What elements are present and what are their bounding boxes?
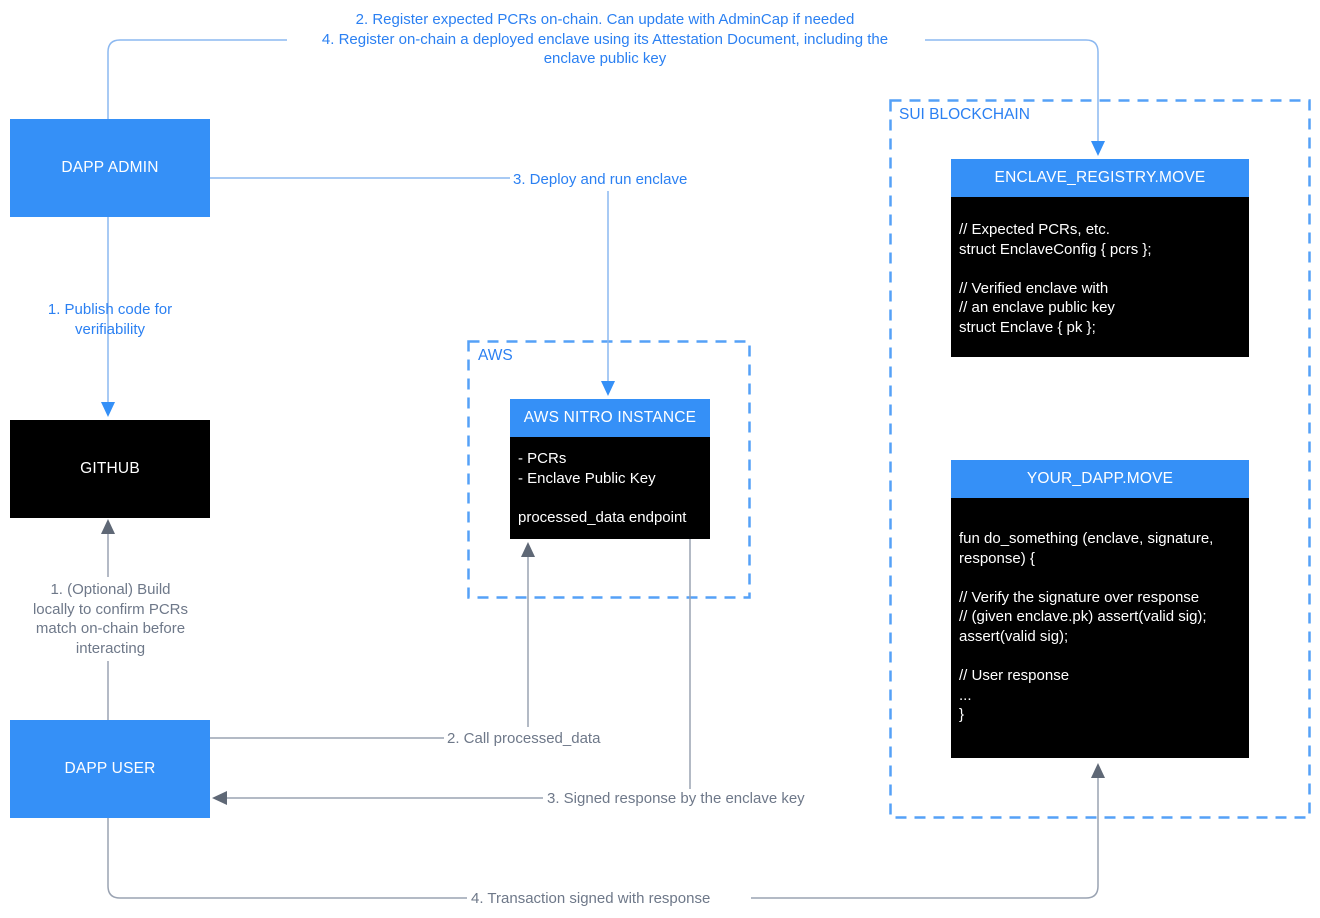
aws-nitro-instance-body: - PCRs - Enclave Public Key processed_da… xyxy=(510,437,710,539)
edge-label-signed-response: 3. Signed response by the enclave key xyxy=(547,789,805,809)
dapp-admin-box: DAPP ADMIN xyxy=(10,119,210,217)
annotation-register-pcrs-line1: 2. Register expected PCRs on-chain. Can … xyxy=(355,11,855,28)
arrowhead-into-registry xyxy=(1091,141,1105,156)
annotation-register-pcrs: 2. Register expected PCRs on-chain. Can … xyxy=(200,10,1010,69)
enclave-registry-box: ENCLAVE_REGISTRY.MOVE // Expected PCRs, … xyxy=(951,159,1249,357)
annotation-register-enclave-line1: 4. Register on-chain a deployed enclave … xyxy=(321,30,889,48)
your-dapp-move-box: YOUR_DAPP.MOVE fun do_something (enclave… xyxy=(951,460,1249,758)
dapp-user-label: DAPP USER xyxy=(64,760,156,777)
arrowhead-into-github xyxy=(101,402,115,417)
aws-group-label: AWS xyxy=(478,347,513,364)
aws-nitro-instance-title: AWS NITRO INSTANCE xyxy=(510,399,710,437)
dapp-user-box: DAPP USER xyxy=(10,720,210,818)
edge-label-call-processed-data: 2. Call processed_data xyxy=(447,729,601,749)
edge-label-transaction-signed: 4. Transaction signed with response xyxy=(471,889,711,909)
edge-label-deploy-enclave: 3. Deploy and run enclave xyxy=(513,171,688,188)
edge-label-publish-code: 1. Publish code for verifiability xyxy=(47,301,173,338)
arrowhead-into-github-bottom xyxy=(101,519,115,534)
edge-label-optional-build: 1. (Optional) Build locally to confirm P… xyxy=(13,580,208,658)
edge-user-to-dapp-move-left xyxy=(107,818,467,899)
enclave-registry-body: // Expected PCRs, etc. struct EnclaveCon… xyxy=(951,197,1249,357)
your-dapp-move-body: fun do_something (enclave, signature, re… xyxy=(951,498,1249,758)
arrowhead-into-dapp-move xyxy=(1091,763,1105,778)
your-dapp-move-title: YOUR_DAPP.MOVE xyxy=(951,460,1249,498)
arrowhead-into-nitro-bottom xyxy=(521,542,535,557)
annotation-register-enclave-line2: enclave public key xyxy=(543,50,667,67)
github-label: GITHUB xyxy=(80,460,140,477)
github-box: GITHUB xyxy=(10,420,210,518)
arrowhead-into-nitro xyxy=(601,381,615,396)
aws-nitro-instance-box: AWS NITRO INSTANCE - PCRs - Enclave Publ… xyxy=(510,399,710,539)
sui-blockchain-group-label: SUI BLOCKCHAIN xyxy=(899,106,1030,123)
arrowhead-into-dapp-user xyxy=(212,791,227,805)
enclave-registry-title: ENCLAVE_REGISTRY.MOVE xyxy=(951,159,1249,197)
dapp-admin-label: DAPP ADMIN xyxy=(61,159,159,176)
